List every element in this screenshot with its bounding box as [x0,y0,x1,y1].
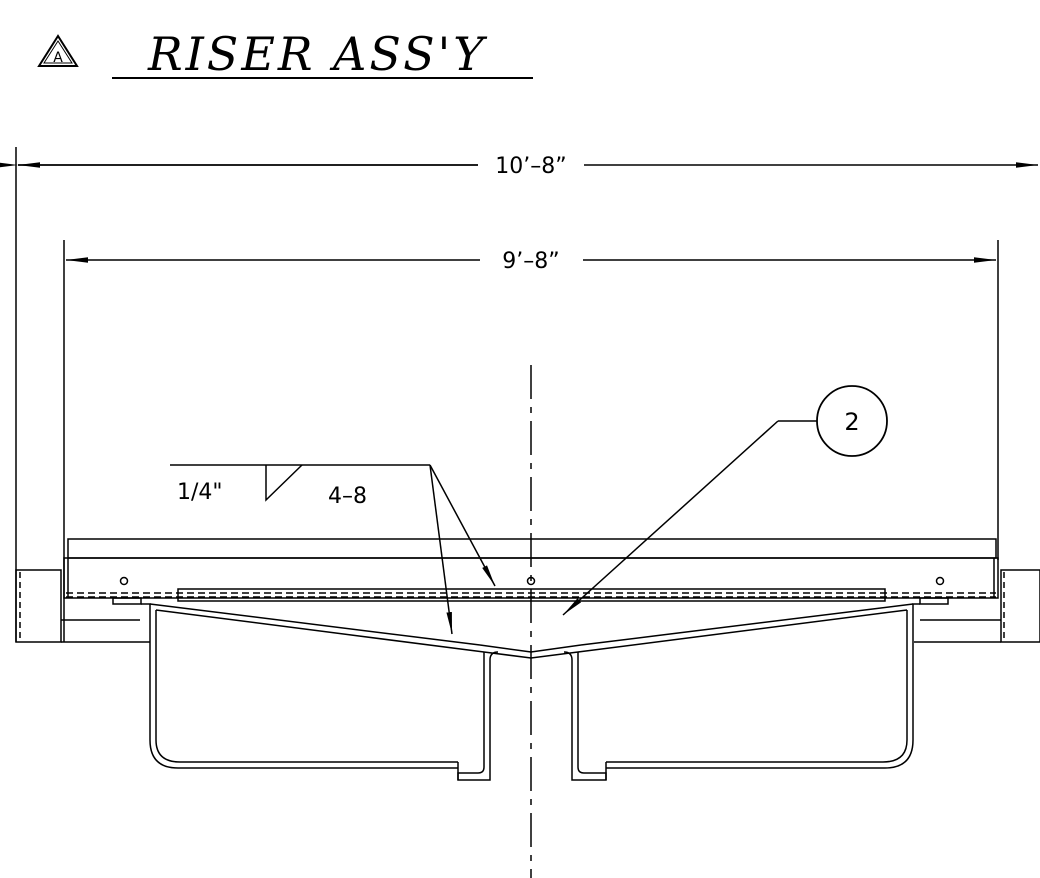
side-block-left [15,569,62,643]
bolt-hole-left [119,576,129,586]
item-balloon: 2 [562,385,888,616]
side-rails [61,597,1001,643]
fillet-weld-icon [265,464,303,502]
inner-dimension-label: 9’–8” [502,249,559,274]
side-block-right [1000,569,1040,643]
item-balloon-number: 2 [844,408,859,436]
weld-spacing-label: 4–8 [328,484,367,509]
riser-body [141,603,920,781]
inner-dimension: 9’–8” [63,240,999,642]
view-marker-triangle: A [37,34,79,67]
view-marker-letter: A [53,50,63,66]
weld-symbol: 1/4" 4–8 [170,464,496,635]
weld-size-label: 1/4" [177,480,223,505]
view-title: A RISER ASS'Y [37,27,533,81]
top-plate [63,538,999,602]
overall-dimension: 10’–8” [0,147,1038,642]
bolt-hole-center [526,576,536,586]
page-title: RISER ASS'Y [147,27,488,81]
overall-dimension-label: 10’–8” [495,154,566,179]
bolt-hole-right [935,576,945,586]
